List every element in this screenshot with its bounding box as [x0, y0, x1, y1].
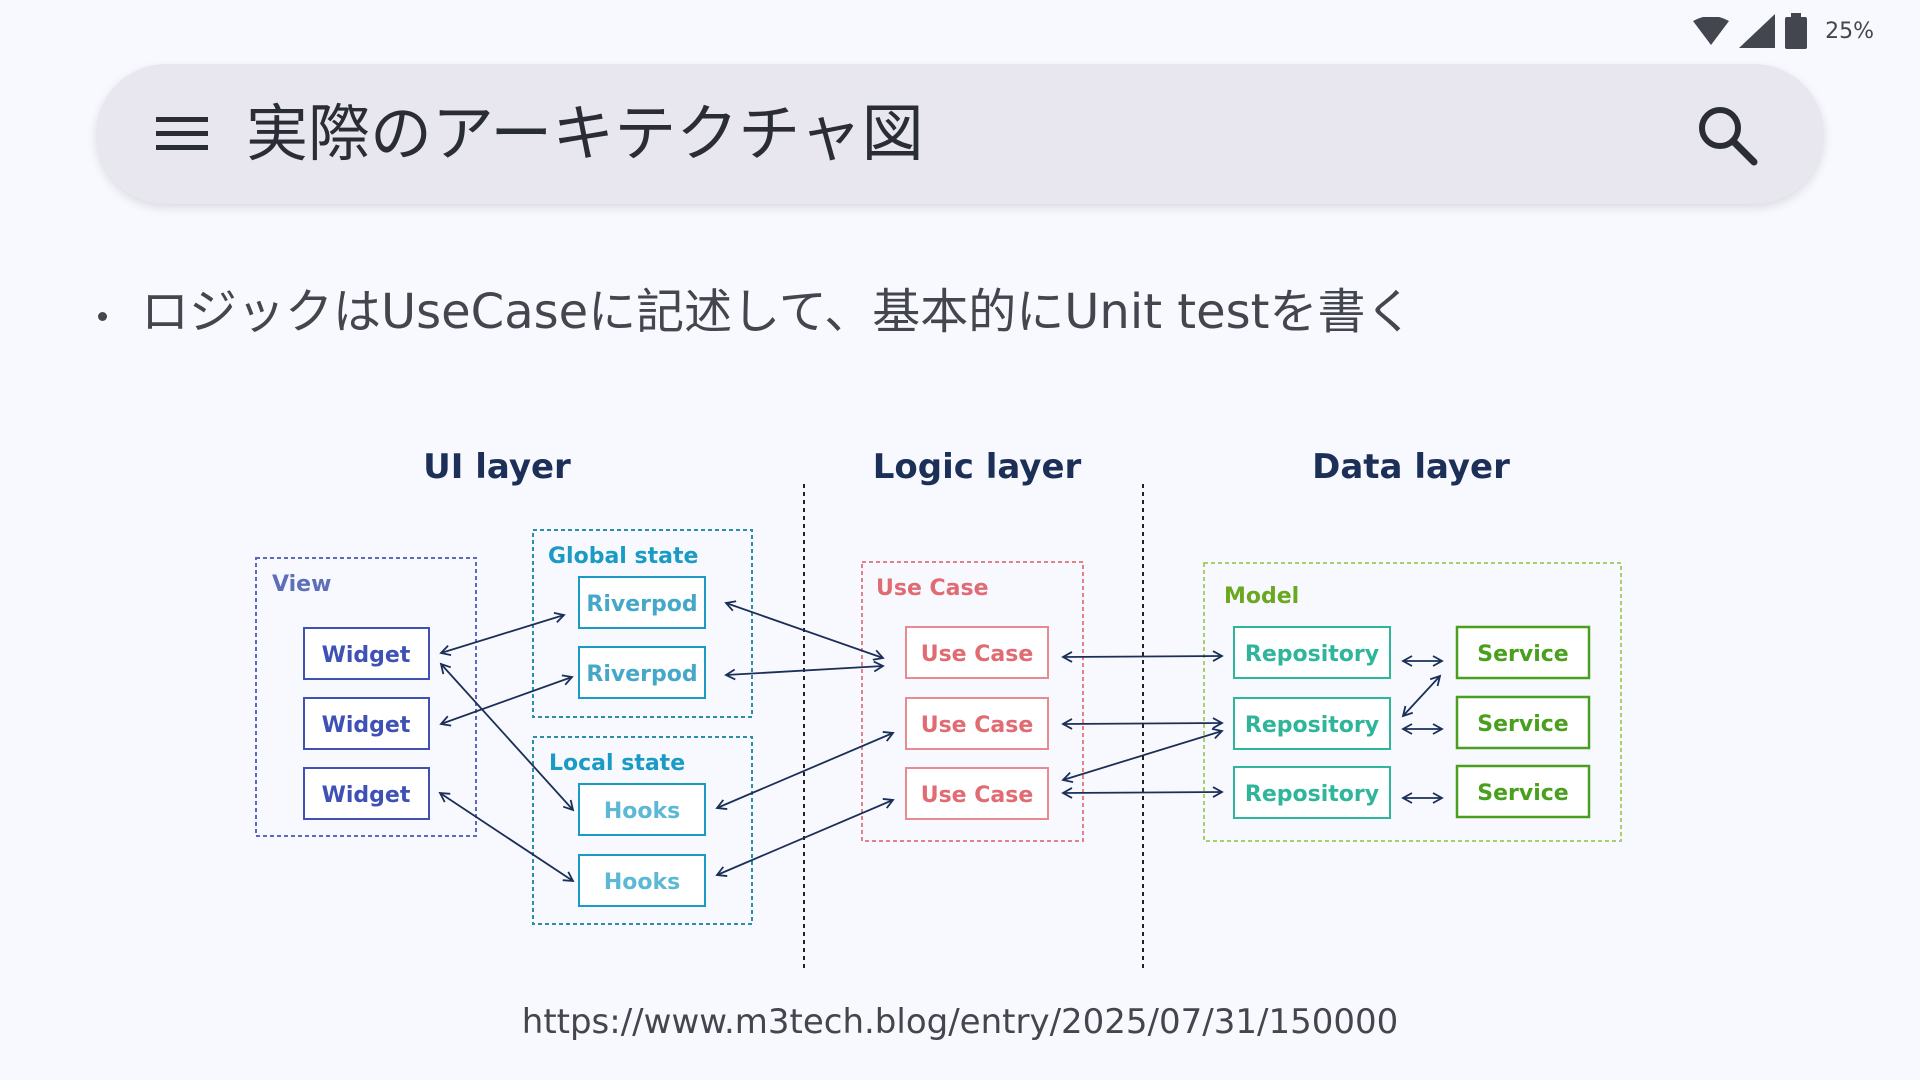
repository-node: Repository [1233, 766, 1391, 819]
arrow [1401, 674, 1442, 718]
arrow [439, 611, 566, 657]
view-group-label: View [272, 572, 331, 597]
svg-text:Widget: Widget [322, 783, 411, 808]
model-group-label: Model [1224, 584, 1299, 609]
svg-text:Service: Service [1477, 712, 1568, 737]
svg-text:Use Case: Use Case [921, 642, 1034, 667]
menu-icon[interactable] [156, 108, 208, 160]
service-node: Service [1455, 695, 1591, 750]
arrow [715, 731, 895, 810]
page-title: 実際のアーキテクチャ図 [246, 97, 924, 170]
source-url[interactable]: https://www.m3tech.blog/entry/2025/07/31… [521, 1002, 1399, 1042]
svg-text:Riverpod: Riverpod [586, 592, 697, 617]
layer-title-data: Data layer [1312, 447, 1510, 487]
arrow [439, 662, 575, 812]
arrow [724, 600, 885, 661]
bullet-item: ロジックはUseCaseに記述して、基本的にUnit testを書く [98, 282, 1413, 342]
service-node: Service [1455, 625, 1591, 680]
service-node: Service [1455, 764, 1591, 819]
bullet-dot [98, 311, 107, 321]
search-icon[interactable] [1696, 104, 1758, 166]
use-case-node: Use Case [905, 626, 1049, 679]
svg-text:Service: Service [1477, 642, 1568, 667]
global-state-group-label: Global state [548, 544, 698, 569]
svg-text:Riverpod: Riverpod [586, 662, 697, 687]
svg-text:Widget: Widget [322, 643, 411, 668]
widget-node: Widget [303, 627, 430, 680]
battery-percentage: 25% [1825, 18, 1874, 44]
status-bar: 25% [1693, 13, 1874, 49]
repository-node: Repository [1233, 697, 1391, 750]
svg-text:Use Case: Use Case [921, 713, 1034, 738]
riverpod-node: Riverpod [578, 646, 706, 699]
arrow [715, 798, 895, 877]
use-case-group-label: Use Case [876, 576, 989, 601]
repository-node: Repository [1233, 626, 1391, 679]
model-group [1203, 562, 1622, 842]
connection-arrows [438, 600, 1444, 883]
layer-title-logic: Logic layer [873, 447, 1082, 487]
arrow [1061, 727, 1224, 784]
svg-text:Use Case: Use Case [921, 783, 1034, 808]
widget-node: Widget [303, 697, 430, 750]
use-case-node: Use Case [905, 697, 1049, 750]
battery-icon [1785, 13, 1808, 49]
arrow [724, 660, 885, 681]
riverpod-node: Riverpod [578, 576, 706, 629]
svg-text:Hooks: Hooks [604, 870, 680, 895]
arrow [438, 791, 575, 883]
hooks-node: Hooks [578, 783, 706, 836]
svg-text:Widget: Widget [322, 713, 411, 738]
svg-text:Hooks: Hooks [604, 799, 680, 824]
local-state-group-label: Local state [549, 751, 685, 776]
svg-text:Service: Service [1477, 781, 1568, 806]
arrow [1061, 650, 1224, 663]
wifi-icon [1693, 17, 1730, 45]
svg-text:Repository: Repository [1245, 642, 1379, 667]
layer-title-ui: UI layer [423, 447, 571, 487]
bullet-text: ロジックはUseCaseに記述して、基本的にUnit testを書く [141, 284, 1414, 340]
widget-node: Widget [303, 767, 430, 820]
top-app-bar: 実際のアーキテクチャ図 [96, 64, 1824, 204]
use-case-node: Use Case [905, 767, 1049, 820]
svg-text:Repository: Repository [1245, 713, 1379, 738]
arrow [1061, 717, 1224, 730]
use-case-group [861, 561, 1084, 842]
svg-text:Repository: Repository [1245, 782, 1379, 807]
hooks-node: Hooks [578, 854, 706, 907]
cellular-signal-icon [1739, 14, 1776, 48]
arrow [1061, 786, 1224, 799]
